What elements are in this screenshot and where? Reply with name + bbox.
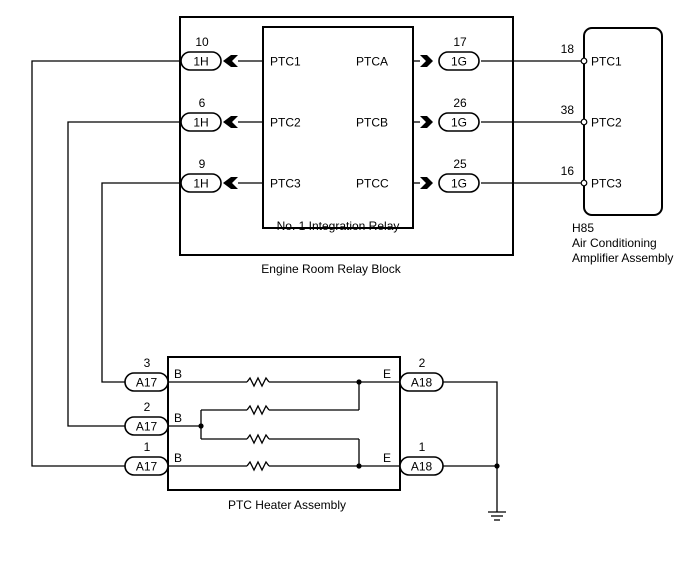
- heater-label: PTC Heater Assembly: [228, 498, 346, 512]
- resistor-icon: [246, 376, 270, 388]
- amplifier-name-line1: Air Conditioning: [572, 236, 657, 250]
- terminal-name: B: [174, 451, 182, 465]
- terminal-name: E: [383, 367, 391, 381]
- amplifier-name-line2: Amplifier Assembly: [572, 251, 673, 265]
- connector-label: A17: [136, 376, 158, 390]
- connector-label: A17: [136, 460, 158, 474]
- terminal-name: PTCB: [356, 116, 388, 130]
- ground-icon: [488, 511, 506, 521]
- resistor-icon: [246, 433, 270, 445]
- connector-label: 1G: [451, 55, 467, 69]
- amp-terminal-ptc1: 18 PTC1: [561, 42, 622, 69]
- pin-number: 10: [195, 35, 209, 49]
- heater-terminal-a17-1: 1 A17 B: [124, 440, 182, 476]
- relay-terminal-ptcc: PTCC 25 1G: [356, 157, 480, 193]
- resistor-icon: [246, 404, 270, 416]
- pin-number: 38: [561, 103, 575, 117]
- pin-number: 26: [453, 96, 467, 110]
- connector-label: 1G: [451, 177, 467, 191]
- terminal-arrow-icon: [420, 55, 433, 67]
- integration-relay-label: No. 1 Integration Relay: [277, 219, 400, 233]
- terminal-dot-icon: [580, 179, 588, 187]
- connector-1g: [438, 51, 480, 71]
- relay-terminal-ptca: PTCA 17 1G: [356, 35, 480, 71]
- terminal-name: PTC1: [591, 55, 622, 69]
- junction-dot-icon: [356, 463, 362, 469]
- junction-dot-icon: [198, 423, 204, 429]
- connector-1g: [438, 112, 480, 132]
- heater-terminal-a17-2: 2 A17 B: [124, 400, 182, 436]
- terminal-dot-icon: [580, 118, 588, 126]
- relay-terminal-ptc2: 6 1H PTC2: [180, 96, 301, 132]
- pin-number: 1: [144, 440, 151, 454]
- amp-terminal-ptc2: 38 PTC2: [561, 103, 622, 130]
- resistor-icon: [246, 460, 270, 472]
- connector-label: 1H: [193, 55, 208, 69]
- terminal-name: PTC2: [591, 116, 622, 130]
- pin-number: 9: [199, 157, 206, 171]
- connector-label: 1H: [193, 116, 208, 130]
- pin-number: 18: [561, 42, 575, 56]
- pin-number: 2: [144, 400, 151, 414]
- terminal-arrow-icon: [420, 116, 433, 128]
- junction-dot-icon: [356, 379, 362, 385]
- connector-label: A18: [411, 376, 433, 390]
- terminal-name: PTC3: [270, 177, 301, 191]
- terminal-arrow-icon: [420, 177, 433, 189]
- relay-terminal-ptc3: 9 1H PTC3: [180, 157, 301, 193]
- terminal-arrow-icon: [223, 55, 238, 67]
- relay-terminal-ptcb: PTCB 26 1G: [356, 96, 480, 132]
- heater-internal-circuit: [168, 376, 400, 472]
- heater-terminal-a18-2: E 2 A18: [383, 356, 444, 392]
- wire-ground: [443, 381, 498, 512]
- pin-number: 3: [144, 356, 151, 370]
- wire-ptc1-heater-pin1: [31, 60, 181, 467]
- junction-dot-icon: [494, 463, 500, 469]
- amplifier-code: H85: [572, 221, 594, 235]
- amp-terminal-ptc3: 16 PTC3: [561, 164, 622, 191]
- connector-label: A17: [136, 420, 158, 434]
- pin-number: 17: [453, 35, 467, 49]
- terminal-name: PTC1: [270, 55, 301, 69]
- relay-block-label: Engine Room Relay Block: [261, 262, 401, 276]
- connector-label: 1H: [193, 177, 208, 191]
- terminal-name: B: [174, 411, 182, 425]
- terminal-name: PTC3: [591, 177, 622, 191]
- terminal-arrow-icon: [223, 177, 238, 189]
- pin-number: 25: [453, 157, 467, 171]
- terminal-name: PTCC: [356, 177, 389, 191]
- integration-relay-outline: [262, 26, 414, 229]
- connector-label: A18: [411, 460, 433, 474]
- pin-number: 16: [561, 164, 575, 178]
- terminal-arrow-icon: [223, 116, 238, 128]
- wire-ptc2-heater-pin2: [67, 121, 181, 427]
- relay-block-outline: [179, 16, 514, 256]
- terminal-name: E: [383, 451, 391, 465]
- terminal-name: B: [174, 367, 182, 381]
- wire-ptc3-heater-pin3: [101, 182, 181, 383]
- relay-terminal-ptc1: 10 1H PTC1: [180, 35, 301, 71]
- pin-number: 1: [419, 440, 426, 454]
- connector-label: 1G: [451, 116, 467, 130]
- heater-outline: [167, 356, 401, 491]
- terminal-name: PTC2: [270, 116, 301, 130]
- heater-terminal-a18-1: E 1 A18: [383, 440, 444, 476]
- terminal-dot-icon: [580, 57, 588, 65]
- pin-number: 6: [199, 96, 206, 110]
- pin-number: 2: [419, 356, 426, 370]
- heater-terminal-a17-3: 3 A17 B: [124, 356, 182, 392]
- terminal-name: PTCA: [356, 55, 388, 69]
- connector-1g: [438, 173, 480, 193]
